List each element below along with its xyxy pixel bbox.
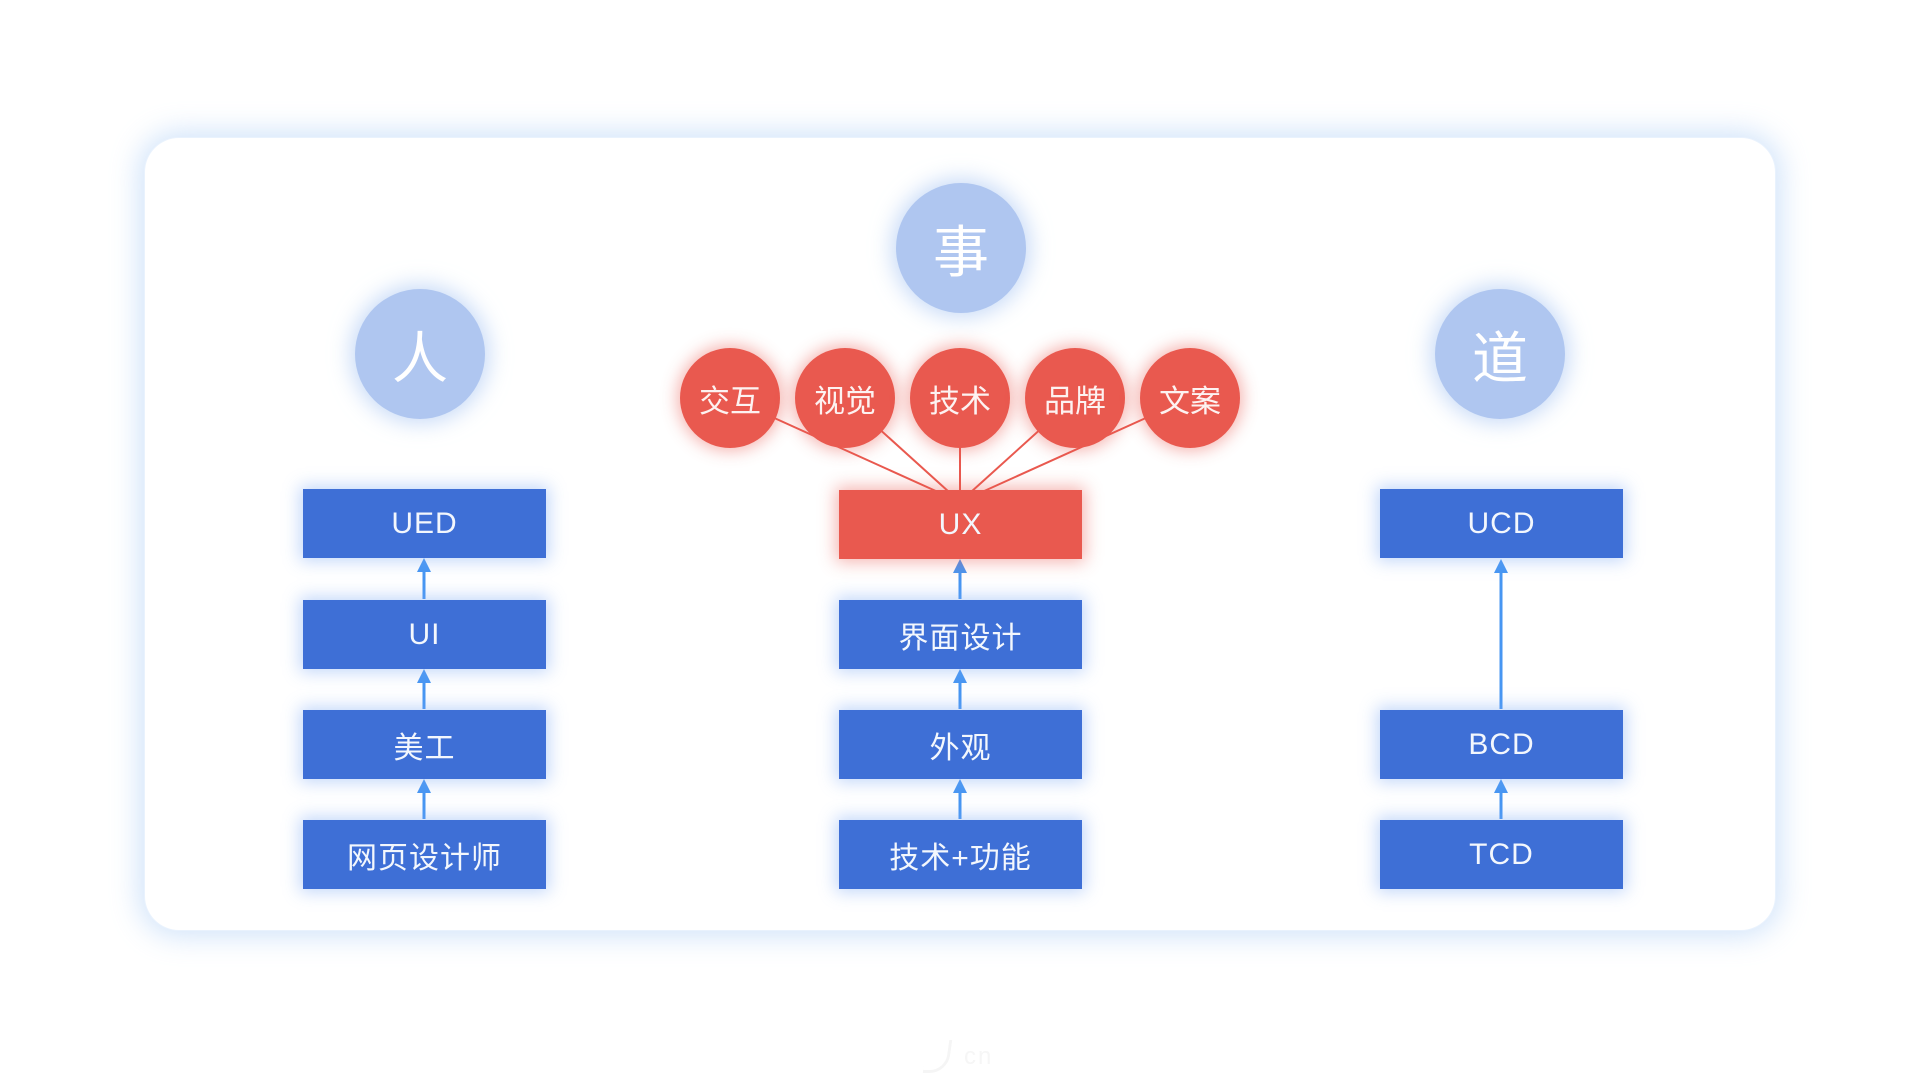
node-appearance: 外观 — [839, 710, 1082, 779]
skill-circle-interaction-label: 交互 — [699, 383, 761, 419]
node-ucd: UCD — [1380, 489, 1623, 558]
watermark: cn — [922, 1040, 994, 1073]
node-bcd-label: BCD — [1468, 727, 1535, 761]
node-interface-design: 界面设计 — [839, 600, 1082, 669]
skill-circle-copywriting-label: 文案 — [1159, 383, 1221, 419]
watermark-logo-icon — [922, 1040, 953, 1073]
skill-circle-technology: 技术 — [910, 348, 1010, 448]
skill-circle-brand-label: 品牌 — [1044, 383, 1106, 419]
node-appearance-label: 外观 — [929, 731, 992, 765]
skill-circle-interaction: 交互 — [680, 348, 780, 448]
concept-circle-principles: 道 — [1435, 289, 1565, 419]
node-web-designer-label: 网页设计师 — [347, 841, 502, 875]
node-web-designer: 网页设计师 — [303, 820, 546, 889]
skill-circle-visual-label: 视觉 — [814, 383, 876, 419]
node-interface-design-label: 界面设计 — [898, 621, 1023, 655]
node-ued: UED — [303, 489, 546, 558]
node-tcd: TCD — [1380, 820, 1623, 889]
skill-circle-visual: 视觉 — [795, 348, 895, 448]
node-ued-label: UED — [391, 506, 458, 540]
skill-circle-copywriting: 文案 — [1140, 348, 1240, 448]
node-ui-label: UI — [408, 617, 441, 651]
skill-circle-brand: 品牌 — [1025, 348, 1125, 448]
skill-circle-technology-label: 技术 — [929, 383, 991, 419]
node-ux-label: UX — [938, 507, 983, 541]
concept-circle-principles-label: 道 — [1472, 326, 1528, 390]
concept-circle-people-label: 人 — [392, 326, 448, 390]
watermark-text: cn — [964, 1042, 994, 1070]
node-bcd: BCD — [1380, 710, 1623, 779]
concept-circle-people: 人 — [355, 289, 485, 419]
node-ux: UX — [839, 490, 1082, 559]
node-ui: UI — [303, 600, 546, 669]
node-ucd-label: UCD — [1467, 506, 1536, 540]
node-tech-function-label: 技术+功能 — [889, 841, 1032, 875]
node-tcd-label: TCD — [1469, 837, 1534, 871]
node-tech-function: 技术+功能 — [839, 820, 1082, 889]
concept-circle-matters: 事 — [896, 183, 1026, 313]
node-artist-label: 美工 — [393, 731, 456, 765]
concept-circle-matters-label: 事 — [933, 220, 989, 284]
node-artist: 美工 — [303, 710, 546, 779]
